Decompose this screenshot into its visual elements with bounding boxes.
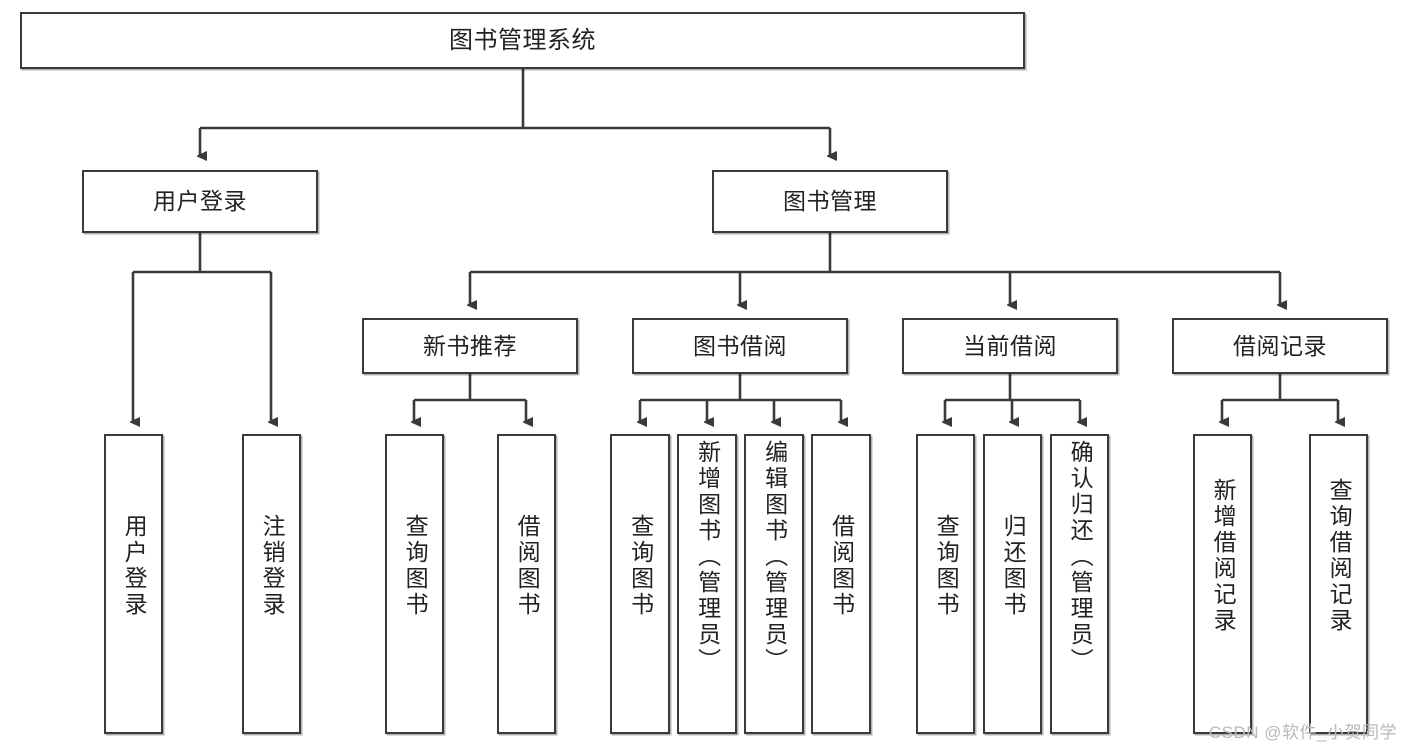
node-user-logout-label: 注销登录 [259,514,286,618]
node-borrow[interactable]: 图书借阅 [632,318,848,374]
node-user-login[interactable]: 用户登录 [104,434,163,734]
node-root[interactable]: 图书管理系统 [20,12,1025,69]
node-bk-edit[interactable]: 编辑图书（管理员） [744,434,804,734]
node-bk-add[interactable]: 新增图书（管理员） [677,434,737,734]
node-bk-query[interactable]: 查询图书 [610,434,670,734]
node-newbook[interactable]: 新书推荐 [362,318,578,374]
node-bookmgr-label: 图书管理 [783,188,877,215]
node-cur-return[interactable]: 归还图书 [983,434,1042,734]
node-login[interactable]: 用户登录 [82,170,318,233]
node-records-label: 借阅记录 [1233,332,1327,359]
node-cur-query-label: 查询图书 [933,514,960,618]
node-cur-query[interactable]: 查询图书 [916,434,975,734]
node-bk-query-label: 查询图书 [627,514,654,618]
node-rec-add[interactable]: 新增借阅记录 [1193,434,1252,734]
node-current-label: 当前借阅 [963,332,1057,359]
node-nb-query-label: 查询图书 [402,514,429,618]
node-newbook-label: 新书推荐 [423,332,517,359]
node-records[interactable]: 借阅记录 [1172,318,1388,374]
node-cur-confirm-label: 确认归还（管理员） [1067,440,1094,674]
node-user-login-label: 用户登录 [121,514,148,618]
node-nb-query[interactable]: 查询图书 [385,434,444,734]
node-rec-add-label: 新增借阅记录 [1210,478,1237,634]
node-current[interactable]: 当前借阅 [902,318,1118,374]
node-rec-query-label: 查询借阅记录 [1326,478,1353,634]
node-bookmgr[interactable]: 图书管理 [712,170,948,233]
node-borrow-label: 图书借阅 [693,332,787,359]
node-bk-edit-label: 编辑图书（管理员） [761,440,788,674]
node-nb-borrow-label: 借阅图书 [514,514,541,618]
node-root-label: 图书管理系统 [449,26,596,54]
node-nb-borrow[interactable]: 借阅图书 [497,434,556,734]
node-bk-add-label: 新增图书（管理员） [694,440,721,674]
node-cur-return-label: 归还图书 [1000,514,1027,618]
node-login-label: 用户登录 [153,188,247,215]
node-cur-confirm[interactable]: 确认归还（管理员） [1050,434,1109,734]
node-bk-borrow-label: 借阅图书 [828,514,855,618]
watermark: CSDN @软件_小贺同学 [1208,723,1397,742]
node-bk-borrow[interactable]: 借阅图书 [811,434,871,734]
node-user-logout[interactable]: 注销登录 [242,434,301,734]
node-rec-query[interactable]: 查询借阅记录 [1309,434,1368,734]
